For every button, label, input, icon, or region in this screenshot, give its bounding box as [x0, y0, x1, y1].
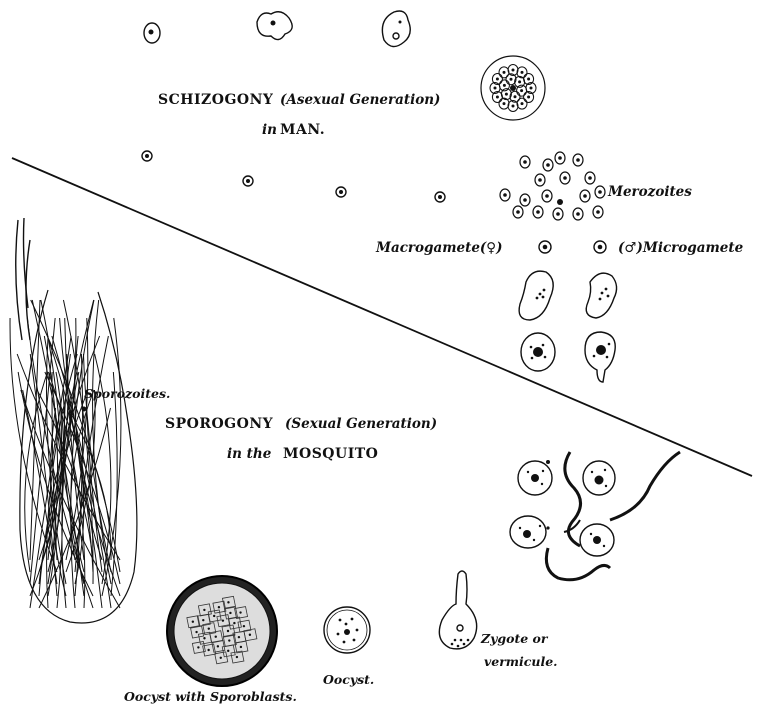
sporogony-subtitle: (Sexual Generation) — [285, 416, 437, 432]
macrogamete-label: Macrogamete(♀) — [375, 240, 503, 256]
schizont-rosette — [481, 56, 545, 120]
free-merozoite-1 — [142, 151, 152, 161]
microgamete-label: (♂)Microgamete — [618, 240, 744, 256]
sporozoites-label: Sporozoites. — [84, 386, 170, 401]
zygote-vermicule — [439, 571, 476, 649]
sporozoites-pointer — [82, 407, 87, 412]
macrogamete-crescent — [519, 271, 553, 320]
microgamete-cell — [594, 241, 606, 253]
zygote-label-line2: vermicule. — [484, 654, 558, 669]
free-merozoite-3 — [336, 187, 346, 197]
amoeboid-trophozoite — [257, 12, 292, 40]
sporozoite — [111, 372, 117, 596]
mature-macrogamete — [521, 333, 555, 371]
sporozoite-mass — [10, 290, 137, 623]
exflagellation-group — [510, 452, 680, 580]
schizogony-subtitle: (Asexual Generation) — [280, 92, 440, 108]
growing-trophozoite — [382, 11, 410, 47]
free-merozoite-2 — [243, 176, 253, 186]
schizogony-title: Schizogony — [158, 92, 274, 108]
sporogony-title: Sporogony — [165, 416, 274, 432]
microgamete-crescent — [586, 273, 616, 318]
mature-microgametocyte — [585, 332, 615, 382]
loose-sporozoites — [16, 218, 30, 340]
macrogamete-cell — [539, 241, 551, 253]
young-trophozoite-1 — [144, 23, 160, 43]
merozoites-label: Merozoites — [607, 184, 692, 200]
zygote-label-line1: Zygote or — [480, 631, 549, 646]
oocyst-label: Oocyst. — [323, 672, 374, 687]
in-man-label: Man. — [280, 122, 325, 138]
free-merozoite-4 — [435, 192, 445, 202]
oocyst — [324, 607, 370, 653]
merozoite-cluster — [500, 152, 605, 220]
oocyst-sporoblasts-label: Oocyst with Sporoblasts. — [124, 689, 297, 704]
in-mosquito-label: Mosquito — [283, 446, 378, 462]
in-the-prefix: in the — [227, 446, 272, 462]
oocyst-with-sporoblasts — [167, 576, 277, 686]
in-man-prefix: in — [262, 122, 277, 138]
